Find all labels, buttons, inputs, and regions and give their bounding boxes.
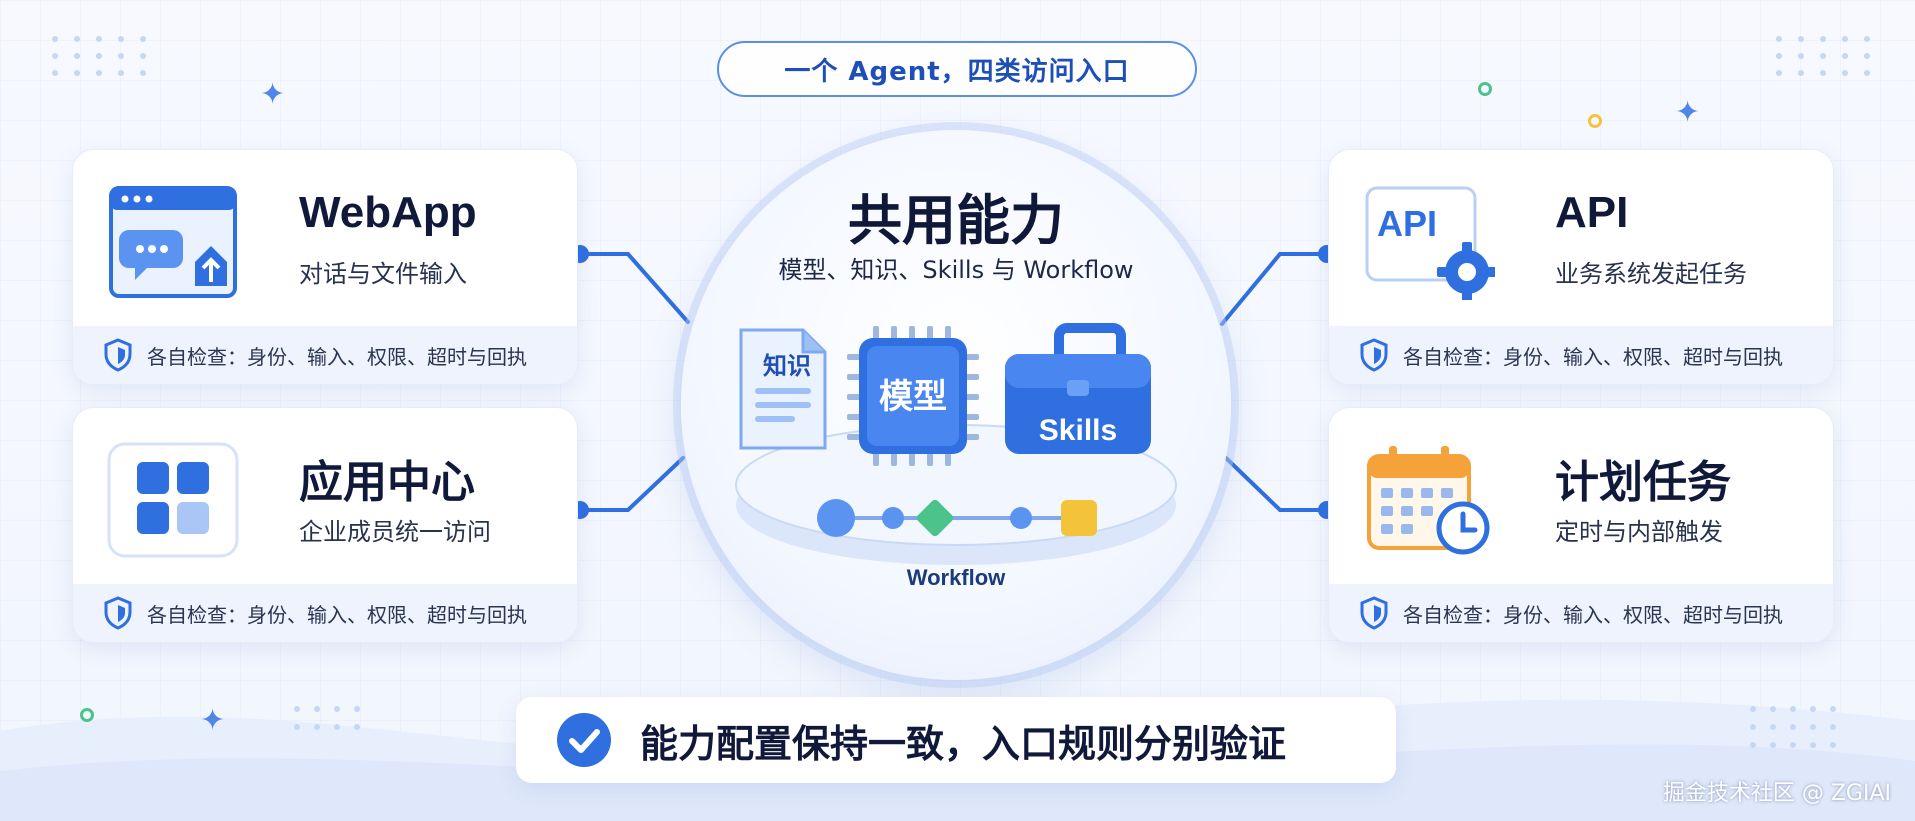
document-label: 知识 — [763, 352, 811, 380]
check-circle-icon — [557, 713, 611, 767]
sparkle-icon: ✦ — [200, 703, 226, 738]
card-footer-text: 各自检查：身份、输入、权限、超时与回执 — [1403, 602, 1783, 627]
decor-ring — [1588, 114, 1602, 128]
summary-banner: 能力配置保持一致，入口规则分别验证 — [516, 697, 1396, 783]
card-footer-text: 各自检查：身份、输入、权限、超时与回执 — [1403, 344, 1783, 369]
chip-icon: 模型 — [847, 326, 979, 466]
api-gear-icon: API — [1365, 186, 1495, 300]
decor-dots — [52, 36, 146, 76]
card-subtitle: 对话与文件输入 — [299, 260, 467, 288]
decor-ring — [1478, 82, 1492, 96]
shield-icon — [104, 596, 132, 630]
calendar-clock-icon — [1367, 446, 1490, 555]
toolbox-icon: Skills — [1005, 323, 1151, 454]
card-webapp[interactable]: WebApp 对话与文件输入 各自检查：身份、输入、权限、超时与回执 — [72, 149, 578, 385]
watermark: 掘金技术社区 @ ZGIAI — [1662, 781, 1891, 806]
card-subtitle: 定时与内部触发 — [1555, 518, 1723, 546]
shield-icon — [1360, 338, 1388, 372]
decor-ring — [80, 708, 94, 722]
card-title: WebApp — [299, 188, 477, 237]
document-icon: 知识 — [739, 328, 827, 450]
api-icon-label: API — [1377, 203, 1437, 244]
shield-icon — [1360, 596, 1388, 630]
header-title: 一个 Agent，四类访问入口 — [717, 41, 1197, 97]
chip-label: 模型 — [879, 377, 947, 417]
card-footer: 各自检查：身份、输入、权限、超时与回执 — [73, 584, 577, 642]
workflow-diagram — [817, 499, 1097, 537]
shield-icon — [104, 338, 132, 372]
decor-dots — [294, 706, 360, 730]
card-title: 应用中心 — [299, 458, 475, 507]
browser-chat-icon — [109, 186, 237, 298]
card-footer-text: 各自检查：身份、输入、权限、超时与回执 — [147, 344, 527, 369]
center-subtitle: 模型、知识、Skills 与 Workflow — [778, 256, 1134, 284]
card-title: API — [1555, 188, 1629, 237]
card-schedule[interactable]: 计划任务 定时与内部触发 各自检查：身份、输入、权限、超时与回执 — [1328, 407, 1834, 643]
card-footer-text: 各自检查：身份、输入、权限、超时与回执 — [147, 602, 527, 627]
card-subtitle: 业务系统发起任务 — [1555, 260, 1747, 288]
card-api[interactable]: API API 业务系统发起任务 各自检查：身份、输入、权限、超时与回执 — [1328, 149, 1834, 385]
banner-text: 能力配置保持一致，入口规则分别验证 — [640, 721, 1287, 766]
decor-dots — [1776, 36, 1870, 76]
card-footer: 各自检查：身份、输入、权限、超时与回执 — [73, 326, 577, 384]
card-app-center[interactable]: 应用中心 企业成员统一访问 各自检查：身份、输入、权限、超时与回执 — [72, 407, 578, 643]
toolbox-label: Skills — [1039, 414, 1117, 447]
sparkle-icon: ✦ — [260, 77, 286, 112]
card-subtitle: 企业成员统一访问 — [299, 518, 491, 546]
capability-illustration: 知识 模型 Skills — [735, 323, 1177, 565]
decor-dots — [1750, 706, 1836, 748]
card-footer: 各自检查：身份、输入、权限、超时与回执 — [1329, 326, 1833, 384]
card-footer: 各自检查：身份、输入、权限、超时与回执 — [1329, 584, 1833, 642]
card-title: 计划任务 — [1555, 458, 1731, 507]
workflow-label: Workflow — [906, 565, 1006, 590]
sparkle-icon: ✦ — [1675, 95, 1701, 130]
center-title: 共用能力 — [848, 189, 1064, 252]
app-grid-icon — [107, 442, 239, 558]
